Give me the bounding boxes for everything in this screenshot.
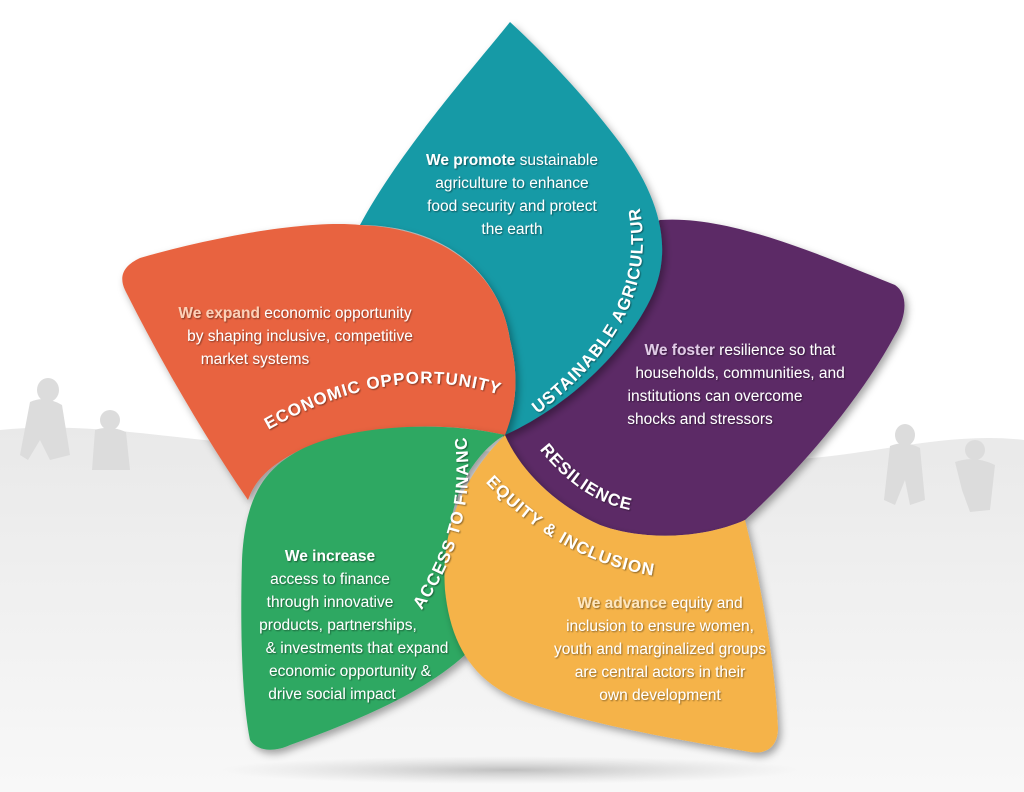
lead-we-foster: We foster: [645, 342, 715, 359]
svg-text:drive social impact: drive social impact: [268, 686, 396, 703]
svg-text:are central actors in their: are central actors in their: [575, 664, 746, 681]
petal-sustainable-agriculture: [360, 22, 663, 435]
text-resilience: We foster resilience so that households,…: [627, 342, 844, 428]
svg-text:We foster resilience so that: We foster resilience so that: [645, 342, 837, 359]
svg-text:products, partnerships,: products, partnerships,: [259, 617, 417, 634]
text-economic-opportunity: We expand economic opportunity by shapin…: [178, 305, 412, 368]
text-equity-inclusion: We advance equity and inclusion to ensur…: [554, 595, 766, 704]
lead-we-expand: We expand: [178, 305, 260, 322]
lead-we-increase: We increase: [285, 548, 376, 565]
svg-text:economic opportunity &: economic opportunity &: [269, 663, 432, 680]
svg-text:through innovative: through innovative: [267, 594, 394, 611]
svg-text:shocks and stressors: shocks and stressors: [627, 411, 773, 428]
lead-we-advance: We advance: [577, 595, 667, 612]
svg-text:youth and marginalized groups: youth and marginalized groups: [554, 641, 766, 658]
lead-we-promote: We promote: [426, 152, 516, 169]
svg-text:institutions can overcome: institutions can overcome: [628, 388, 803, 405]
svg-text:We advance equity and: We advance equity and: [577, 595, 742, 612]
svg-text:the earth: the earth: [481, 221, 542, 238]
svg-text:agriculture to enhance: agriculture to enhance: [435, 175, 588, 192]
petal-equity-inclusion: [444, 435, 778, 753]
svg-text:inclusion to ensure women,: inclusion to ensure women,: [566, 618, 754, 635]
petal-access-to-finance: [241, 426, 506, 750]
svg-text:households, communities, and: households, communities, and: [635, 365, 844, 382]
svg-text:market systems: market systems: [201, 351, 310, 368]
people-silhouettes-right: [884, 424, 995, 512]
svg-text:We expand economic opportunity: We expand economic opportunity: [178, 305, 411, 322]
svg-text:food security and protect: food security and protect: [427, 198, 597, 215]
petal-economic-opportunity: [122, 224, 516, 500]
svg-text:own development: own development: [599, 687, 721, 704]
svg-text:& investments that expand: & investments that expand: [266, 640, 449, 657]
text-sustainable-agriculture: We promote sustainable agriculture to en…: [426, 152, 598, 238]
svg-text:access to finance: access to finance: [270, 571, 390, 588]
text-access-to-finance: We increase access to finance through in…: [259, 548, 448, 703]
floor-shadow: [220, 756, 800, 784]
svg-text:by shaping inclusive, competit: by shaping inclusive, competitive: [187, 328, 413, 345]
people-silhouettes-left: [20, 378, 130, 470]
svg-text:We promote sustainable: We promote sustainable: [426, 152, 598, 169]
